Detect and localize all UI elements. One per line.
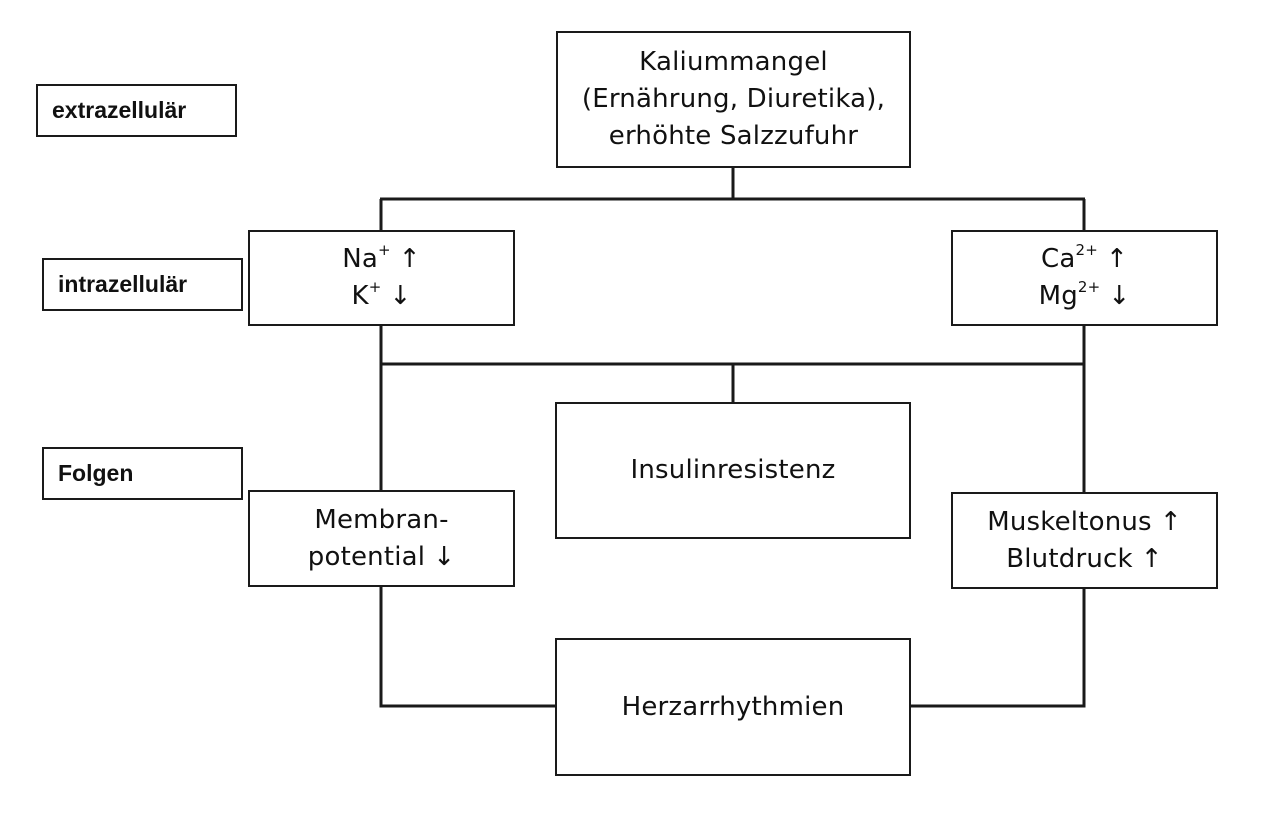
ion-charge: + (368, 278, 382, 297)
box-line: Muskeltonus (987, 506, 1152, 537)
level-label-text: Folgen (58, 460, 134, 486)
arrow-down-icon: ↓ (1108, 281, 1131, 311)
box-line: Blutdruck (1006, 543, 1133, 574)
ion-symbol: Ca (1040, 244, 1076, 275)
box-line: Kaliummangel (639, 47, 828, 78)
arrow-up-icon: ↑ (398, 244, 421, 275)
arrow-down-icon: ↓ (433, 541, 456, 572)
box-na-k: Na+↑ K+↓ (248, 230, 515, 326)
box-line: Membran- (314, 504, 449, 535)
ion-charge: 2+ (1077, 278, 1101, 297)
box-line-with-arrow: Blutdruck↑ (1006, 541, 1163, 578)
level-label-text: intrazellulär (58, 271, 188, 297)
box-line: (Ernährung, Diuretika), (581, 84, 886, 115)
level-label-intrazellular: intrazellulär (42, 258, 243, 311)
arrow-up-icon: ↑ (1159, 506, 1182, 537)
level-label-extrazellular: extrazellulär (36, 84, 237, 137)
connector-right-lower (909, 588, 1086, 708)
ion-row-na: Na+ ↑ (342, 241, 421, 278)
box-membranpotential: Membran- potential↓ (248, 490, 515, 587)
connector-left-lower (379, 586, 556, 708)
arrow-up-icon: ↑ (1140, 543, 1163, 574)
box-line-with-arrow: Muskeltonus↑ (987, 504, 1182, 541)
ion-symbol: Na (342, 244, 378, 275)
box-line-with-arrow: potential↓ (308, 539, 455, 576)
box-line: Herzarrhythmien (621, 691, 845, 722)
arrow-down-icon: ↓ (389, 281, 412, 311)
ion-symbol: Mg (1038, 281, 1078, 311)
level-label-folgen: Folgen (42, 447, 243, 500)
box-muskeltonus-blutdruck: Muskeltonus↑ Blutdruck↑ (951, 492, 1218, 589)
box-line: Insulinresistenz (630, 455, 836, 486)
box-herzarrhythmien: Herzarrhythmien (555, 638, 911, 776)
ion-charge: + (378, 241, 391, 260)
box-ca-mg: Ca2+↑ Mg2+↓ (951, 230, 1218, 326)
ion-row-mg: Mg2+ ↓ (1039, 278, 1131, 315)
box-line: erhöhte Salzzufuhr (608, 120, 859, 151)
box-kaliummangel: Kaliummangel (Ernährung, Diuretika), erh… (556, 31, 911, 168)
ion-symbol: K (351, 281, 369, 311)
arrow-up-icon: ↑ (1106, 244, 1128, 275)
box-insulinresistenz: Insulinresistenz (555, 402, 911, 539)
level-label-text: extrazellulär (52, 97, 187, 123)
ion-row-ca: Ca2+ ↑ (1041, 241, 1128, 278)
box-line: potential (307, 541, 426, 572)
ion-row-k: K+ ↓ (351, 278, 411, 315)
ion-charge: 2+ (1075, 241, 1098, 260)
